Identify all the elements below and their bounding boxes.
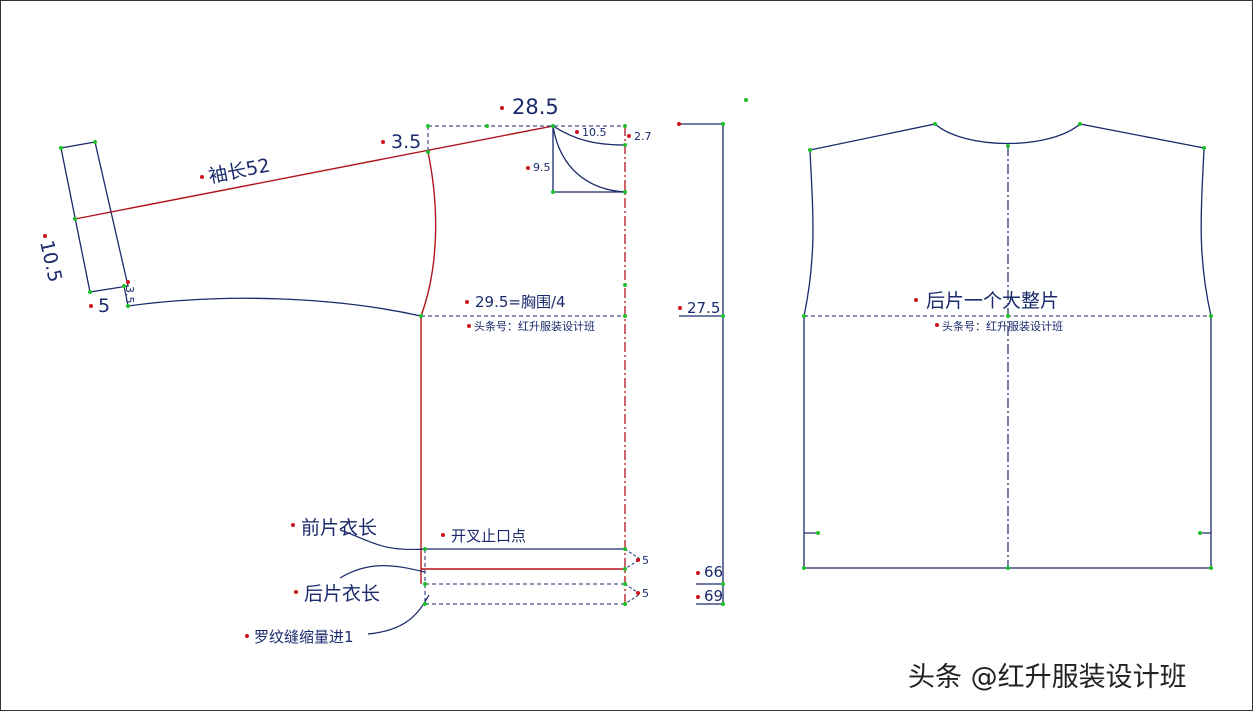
front-length-label: 前片衣长 bbox=[301, 517, 377, 539]
shoulder-width-label: 28.5 bbox=[512, 95, 559, 119]
cuff-width-label: 10.5 bbox=[35, 238, 66, 284]
cuff-offset-line bbox=[123, 285, 129, 307]
front-credit-label: 头条号：红升服装设计班 bbox=[474, 319, 595, 333]
back-total-length-label: 69 bbox=[704, 587, 723, 605]
sleeve-underarm-curve bbox=[127, 297, 422, 317]
back-piece-label: 后片一个大整片 bbox=[926, 290, 1059, 312]
bust-label: 29.5=胸围/4 bbox=[475, 293, 566, 311]
construction-points bbox=[59, 98, 1213, 606]
construction-dashed bbox=[421, 125, 625, 605]
hem-chevrons bbox=[624, 548, 641, 605]
slit-point-label: 开叉止口点 bbox=[451, 527, 526, 545]
hem-a-label: 5 bbox=[642, 554, 649, 567]
rib-shrink-label: 罗纹缝缩量进1 bbox=[254, 628, 354, 646]
shoulder-ext-label: 3.5 bbox=[391, 131, 421, 153]
back-piece-outline bbox=[803, 123, 1212, 569]
length-measure-bar bbox=[679, 123, 724, 605]
cuff-rectangle bbox=[60, 141, 129, 293]
neck-drop-front-label: 9.5 bbox=[533, 161, 551, 174]
neck-drop-back-label: 2.7 bbox=[634, 130, 652, 143]
cuff-offset-label: 3.5 bbox=[123, 286, 136, 304]
label-anchor-dots bbox=[43, 106, 939, 638]
sleeve-length-line bbox=[74, 125, 554, 220]
neck-width-label: 10.5 bbox=[582, 126, 607, 139]
back-length-label: 后片衣长 bbox=[304, 583, 380, 605]
hem-b-label: 5 bbox=[642, 587, 649, 600]
leader-lines bbox=[339, 529, 430, 635]
watermark: 头条 @红升服装设计班 bbox=[908, 662, 1187, 693]
back-credit-label: 头条号：红升服装设计班 bbox=[942, 319, 1063, 333]
front-total-length-label: 66 bbox=[704, 563, 723, 581]
cuff-depth-label: 5 bbox=[98, 295, 110, 317]
armhole-curve bbox=[420, 151, 437, 317]
neckline-detail bbox=[552, 125, 626, 193]
armhole-depth-label: 27.5 bbox=[687, 299, 720, 317]
